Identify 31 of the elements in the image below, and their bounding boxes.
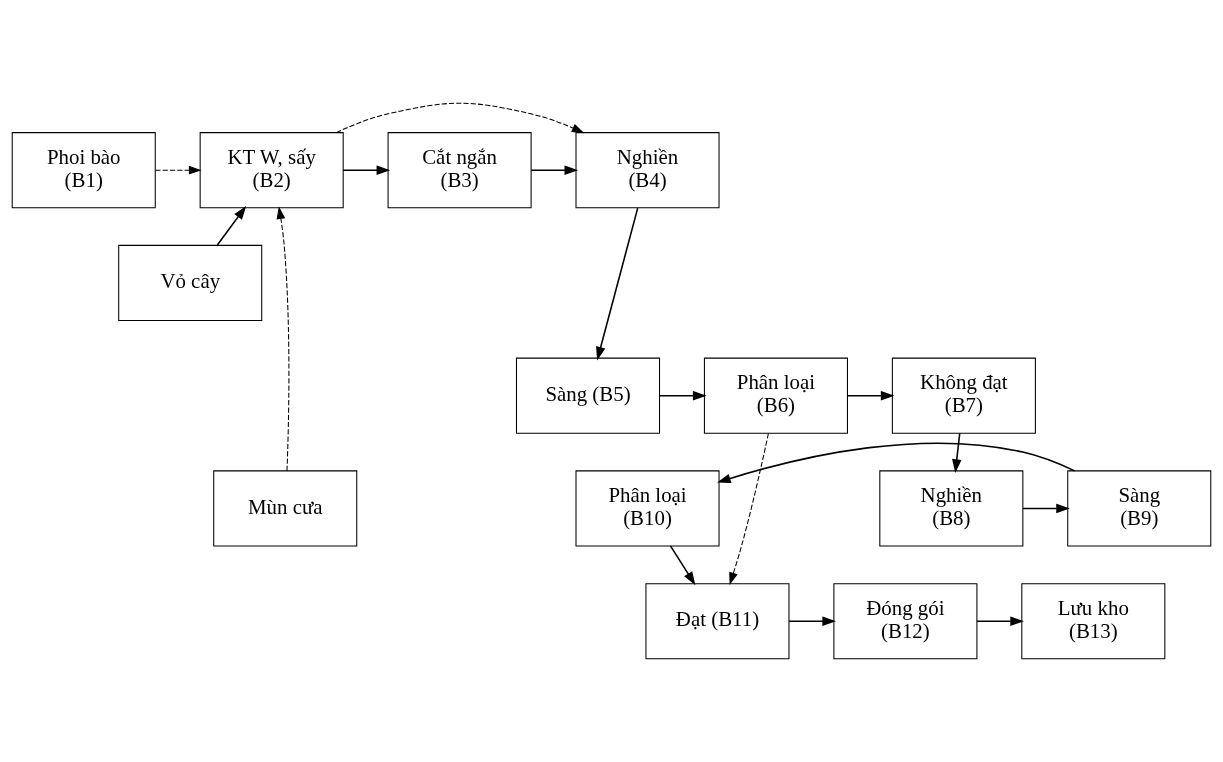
arrow bbox=[658, 390, 707, 401]
node-box: Nghiền (B4) bbox=[575, 132, 720, 209]
node-box: Sàng (B9) bbox=[1067, 470, 1212, 547]
arrow bbox=[717, 442, 1076, 483]
arrow bbox=[596, 207, 639, 361]
arrow bbox=[216, 205, 247, 246]
node-box: Vỏ cây bbox=[118, 244, 263, 322]
node-box: Phân loại (B6) bbox=[703, 357, 848, 434]
node-box: Phân loại (B10) bbox=[575, 470, 720, 547]
node-box: Đạt (B11) bbox=[645, 583, 790, 660]
arrow bbox=[846, 390, 895, 401]
arrow bbox=[976, 616, 1024, 626]
node-box: Nghiền (B8) bbox=[879, 470, 1024, 547]
arrow bbox=[669, 545, 696, 586]
arrow bbox=[342, 165, 391, 175]
node-box: Đóng gói (B12) bbox=[833, 583, 978, 660]
arrow bbox=[788, 616, 836, 626]
node-box: Mùn cưa bbox=[213, 470, 358, 547]
arrow bbox=[276, 206, 290, 472]
arrow bbox=[1022, 503, 1070, 514]
node-box: KT W, sấy (B2) bbox=[199, 132, 344, 209]
node-box: Phoi bào (B1) bbox=[11, 132, 156, 209]
node-box: Lưu kho (B13) bbox=[1021, 583, 1166, 660]
arrow bbox=[154, 165, 202, 175]
arrow bbox=[335, 102, 585, 134]
node-box: Không đạt (B7) bbox=[891, 357, 1036, 434]
arrow bbox=[530, 165, 579, 175]
arrow bbox=[729, 433, 769, 585]
node-box: Cắt ngắn (B3) bbox=[387, 132, 532, 209]
node-box: Sàng (B5) bbox=[515, 357, 661, 434]
arrow bbox=[952, 432, 962, 473]
